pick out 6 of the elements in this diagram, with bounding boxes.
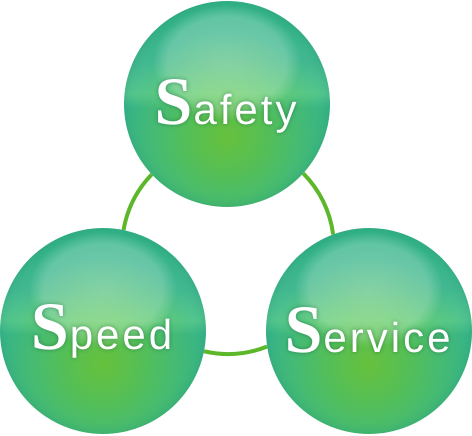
connector-arc (204, 344, 268, 356)
connector-arc (122, 173, 154, 231)
connector-arc (302, 172, 336, 235)
node-label: Safety (154, 73, 300, 138)
node-label: Speed (30, 298, 176, 363)
node-label: Service (284, 301, 454, 366)
